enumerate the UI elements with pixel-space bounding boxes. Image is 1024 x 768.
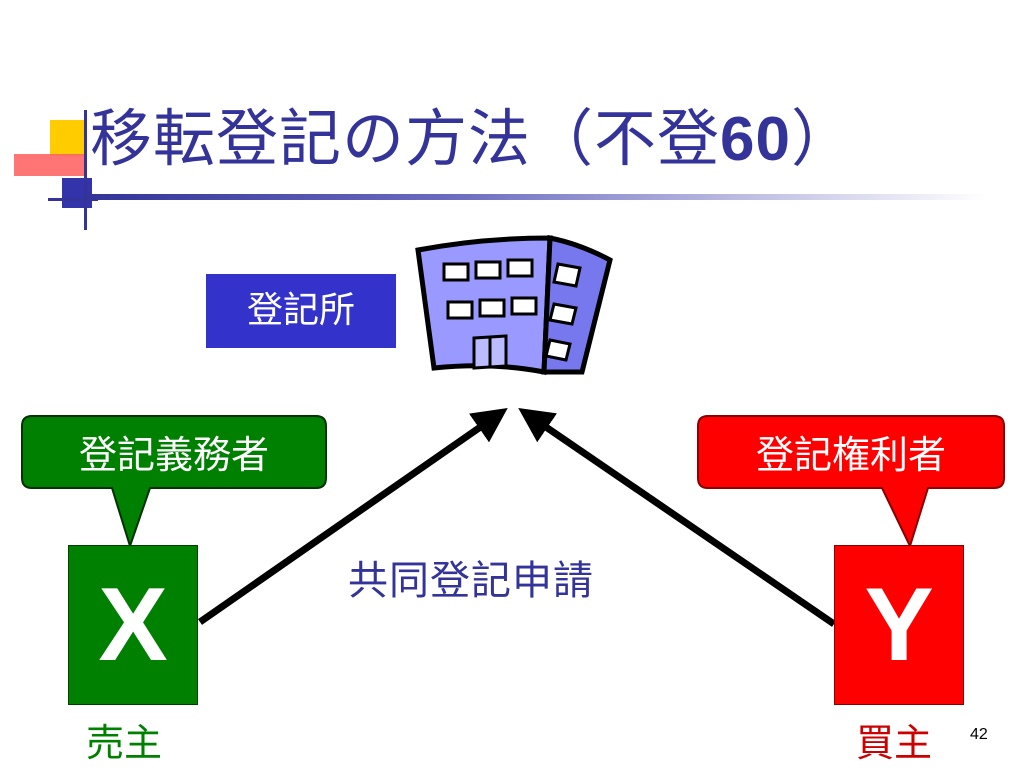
- title-underline: [86, 194, 986, 200]
- obligor-label: 登記義務者: [78, 433, 269, 477]
- buyer-label: 買主: [856, 721, 933, 765]
- title-close: ）: [790, 102, 854, 175]
- title-main: 移転登記の方法（不登: [90, 102, 721, 175]
- building-icon: [415, 234, 613, 376]
- slide-title: 移転登記の方法（不登60）: [90, 88, 854, 188]
- obligor-callout: [21, 415, 327, 550]
- right-holder-callout: [697, 415, 1005, 549]
- title-article-number: 60: [720, 105, 791, 174]
- arrow-x-to-office: [198, 408, 508, 625]
- right-holder-label: 登記権利者: [755, 433, 946, 477]
- party-y-box: Y: [834, 545, 964, 705]
- decorative-squares: [14, 110, 98, 230]
- page-number: 42: [970, 726, 988, 743]
- seller-label: 売主: [86, 721, 163, 765]
- registry-office-label: 登記所: [206, 274, 396, 348]
- joint-application-label: 共同登記申請: [348, 558, 594, 604]
- party-x-box: X: [68, 545, 198, 705]
- arrow-y-to-office: [518, 408, 836, 627]
